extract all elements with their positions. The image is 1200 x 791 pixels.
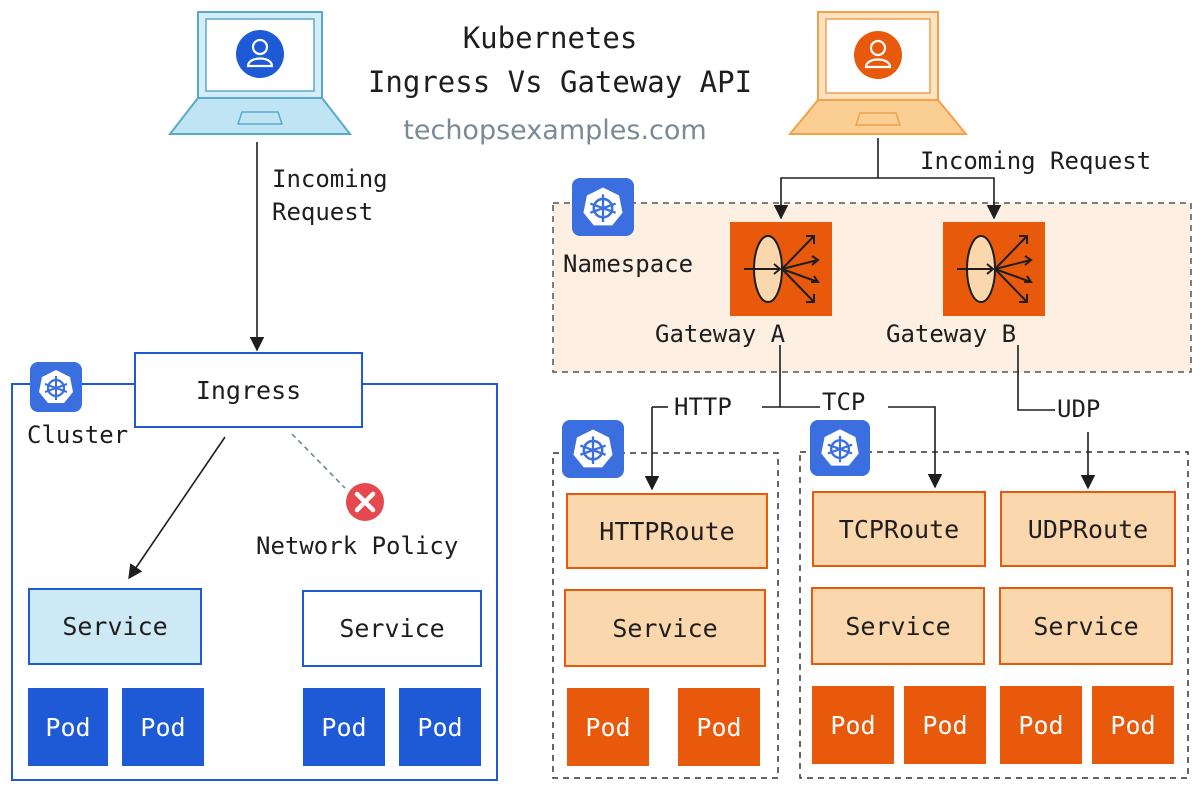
tcp-protocol-label: TCP [820, 388, 868, 416]
left-pod-3: Pod [303, 688, 385, 766]
tcp-pod-2: Pod [904, 686, 986, 764]
tcp-route-arrow [780, 406, 935, 487]
left-incoming-request-line1: Incoming [272, 165, 388, 193]
gateway-b-label: Gateway B [886, 320, 1017, 348]
tcproute-box: TCPRoute [812, 491, 986, 567]
http-pod-1: Pod [567, 688, 649, 766]
left-pod-4: Pod [399, 688, 481, 766]
tcp-udp-group-boundary [799, 451, 1189, 779]
udp-protocol-label: UDP [1055, 395, 1103, 423]
gateway-a-label: Gateway A [655, 320, 786, 348]
right-incoming-connector [780, 138, 995, 218]
network-policy-dashed-link [291, 433, 346, 489]
udp-route-arrow [1017, 345, 1088, 488]
blocked-x-icon [346, 483, 384, 521]
right-incoming-request-label: Incoming Request [920, 147, 1152, 175]
page-subtitle: techopsexamples.com [403, 114, 707, 146]
left-service-box-2: Service [302, 590, 482, 667]
tcp-pod-1: Pod [812, 686, 894, 764]
namespace-region [552, 202, 1192, 373]
namespace-label: Namespace [563, 250, 694, 278]
ingress-box: Ingress [134, 352, 363, 428]
left-pod-2: Pod [122, 688, 204, 766]
laptop-orange-icon [787, 11, 969, 135]
udproute-box: UDPRoute [1000, 491, 1176, 567]
gateway-b-icon [943, 222, 1045, 316]
http-pod-2: Pod [678, 688, 760, 766]
http-group-boundary [552, 452, 779, 779]
kubernetes-http-group-icon [562, 420, 624, 478]
page-title-line1: Kubernetes [462, 21, 638, 55]
kubernetes-cluster-icon [30, 362, 82, 412]
udp-pod-1: Pod [1000, 686, 1082, 764]
kubernetes-namespace-icon [572, 178, 634, 236]
left-service-box-1: Service [28, 588, 202, 665]
page-title-line2: Ingress Vs Gateway API [367, 65, 753, 99]
cluster-label: Cluster [27, 421, 129, 449]
ingress-to-service-arrow [128, 436, 226, 580]
left-pod-1: Pod [28, 688, 108, 766]
left-incoming-request-line2: Request [272, 198, 374, 226]
httproute-box: HTTPRoute [566, 493, 768, 569]
udp-pod-2: Pod [1092, 686, 1174, 764]
http-service-box: Service [564, 589, 766, 667]
udp-service-box: Service [999, 587, 1173, 665]
gateway-a-icon [730, 222, 832, 316]
http-route-arrow [652, 406, 780, 489]
network-policy-label: Network Policy [256, 532, 459, 560]
laptop-blue-icon [167, 11, 353, 135]
kubernetes-tcp-udp-group-icon [810, 420, 870, 476]
tcp-service-box: Service [811, 587, 985, 665]
http-protocol-label: HTTP [672, 393, 734, 421]
